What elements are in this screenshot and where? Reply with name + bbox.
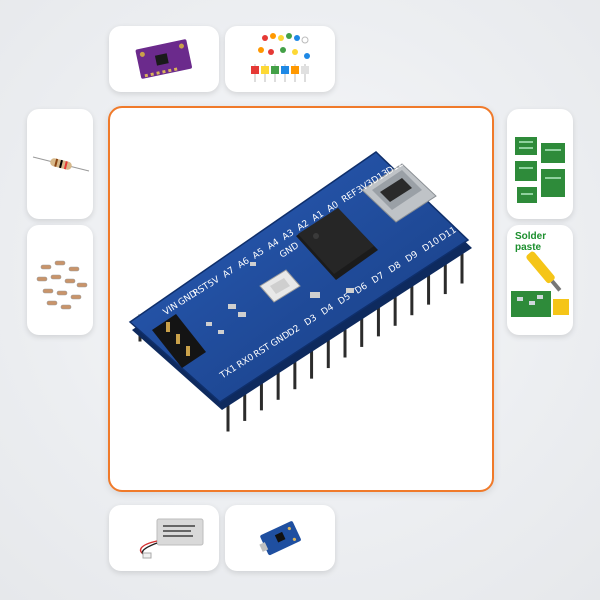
thumb-sensor-module[interactable] — [109, 26, 219, 92]
icsp-header — [152, 314, 206, 368]
prototype-boards-image — [515, 137, 565, 203]
thumb-resistor-assortment[interactable] — [27, 225, 93, 335]
thumb-solder-paste[interactable]: Solder paste — [507, 225, 573, 335]
smd-components — [206, 262, 354, 334]
thumb-resistor[interactable] — [27, 109, 93, 219]
solder-paste-label: Solder paste — [515, 231, 547, 253]
thumb-lipo-battery[interactable] — [109, 505, 219, 571]
usb-c-port — [361, 163, 437, 223]
led-assortment-image — [251, 33, 310, 82]
microcontroller-chip — [296, 208, 378, 280]
reset-button — [259, 269, 301, 303]
solder-paste-image — [511, 251, 569, 317]
sensor-module-image — [135, 39, 192, 79]
charger-module-image — [259, 521, 301, 556]
thumb-prototype-boards[interactable] — [507, 109, 573, 219]
resistor-assortment-image — [36, 260, 88, 310]
lipo-battery-image — [139, 518, 204, 559]
thumb-led-assortment[interactable] — [225, 26, 335, 92]
thumb-charger-module[interactable] — [225, 505, 335, 571]
resistor-image — [32, 156, 90, 172]
pcb-board — [128, 151, 472, 410]
